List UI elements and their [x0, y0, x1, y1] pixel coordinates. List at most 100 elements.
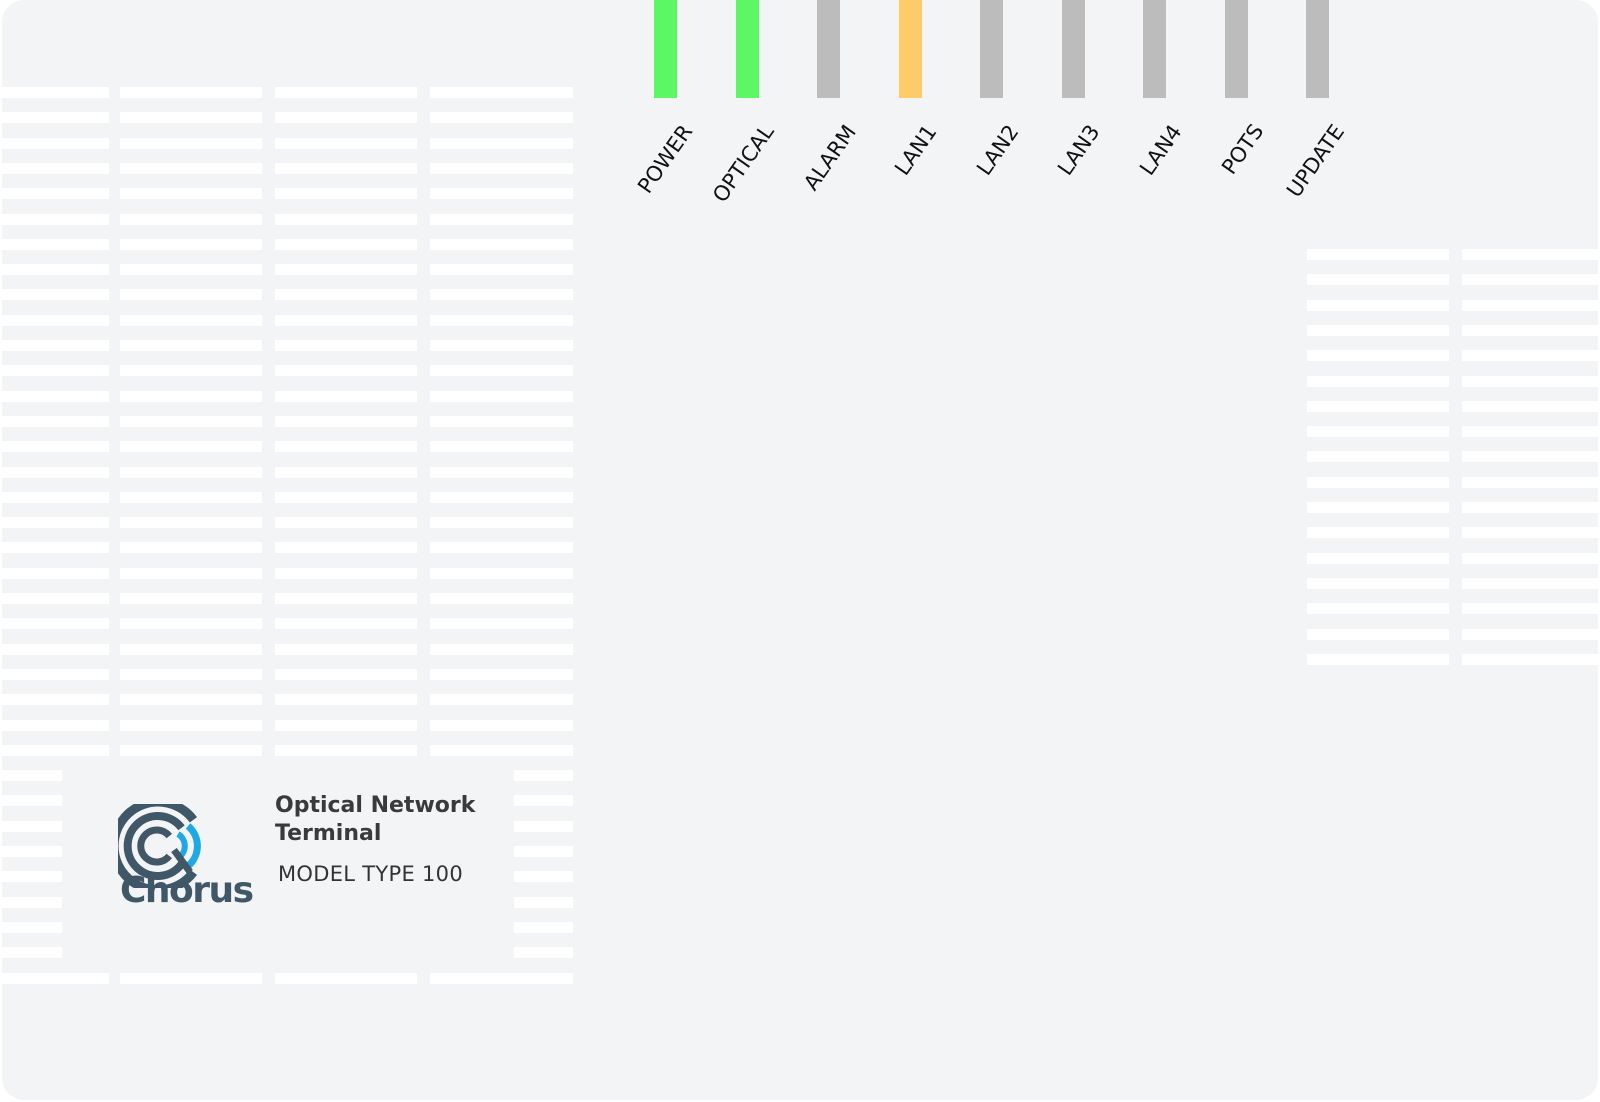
vent-slot	[1462, 653, 1598, 665]
vent-slot	[275, 213, 417, 225]
vent-slot	[120, 972, 262, 984]
vent-slot	[1307, 249, 1449, 260]
vent-slot	[430, 340, 573, 351]
led-power	[654, 0, 677, 98]
vent-slot	[120, 744, 262, 756]
vent-slot	[1462, 577, 1598, 589]
vent-slot	[120, 188, 262, 200]
vent-slot	[2, 112, 109, 124]
vent-slot	[430, 390, 573, 402]
brand-name: Chorus	[120, 870, 254, 911]
vent-slot	[430, 238, 573, 250]
vent-slot	[275, 517, 417, 529]
vent-slot	[1462, 451, 1598, 463]
led-label-update: UPDATE	[1282, 120, 1350, 202]
vent-slot	[1462, 324, 1598, 336]
vent-slot	[2, 972, 109, 984]
vent-slot	[430, 415, 573, 427]
vent-slot	[275, 441, 417, 453]
vent-slot	[275, 238, 417, 250]
vent-slot	[1462, 299, 1598, 311]
vent-slot	[2, 795, 109, 807]
vent-slot	[275, 719, 417, 731]
device-title: Optical Network Terminal	[275, 793, 476, 846]
vent-slot	[275, 314, 417, 326]
vent-slot	[275, 972, 417, 984]
vent-slot	[2, 188, 109, 200]
vent-slot	[120, 643, 262, 655]
vent-slot	[1307, 400, 1449, 412]
vent-slot	[120, 668, 262, 680]
vent-slot	[275, 593, 417, 604]
led-optical	[735, 0, 759, 98]
vent-slot	[430, 744, 573, 756]
vent-slot	[120, 213, 262, 225]
vent-slot	[2, 643, 109, 655]
vent-slot	[120, 719, 262, 731]
vent-slot	[430, 719, 573, 731]
vent-slot	[120, 264, 262, 276]
vent-slot	[275, 694, 417, 706]
vent-slot	[430, 289, 573, 301]
vent-slot	[2, 542, 109, 554]
vent-slot	[275, 618, 417, 630]
vent-slot	[2, 441, 109, 453]
vent-slot	[120, 593, 262, 604]
vent-slot	[1307, 299, 1449, 311]
vent-slot	[1462, 274, 1598, 286]
vent-slot	[430, 542, 573, 554]
led-lan3	[1061, 0, 1085, 98]
vent-slot	[1462, 400, 1598, 412]
vent-slot	[120, 694, 262, 706]
vent-slot	[1462, 350, 1598, 362]
vent-slot	[275, 415, 417, 427]
vent-slot	[275, 162, 417, 174]
vent-slot	[1307, 603, 1449, 615]
vent-slot	[430, 188, 573, 200]
vent-slot	[1307, 502, 1449, 513]
vent-slot	[1462, 426, 1598, 438]
vent-slot	[430, 213, 573, 225]
vent-slot	[1462, 527, 1598, 539]
vent-slot	[2, 593, 109, 604]
vent-slot	[2, 137, 109, 149]
vent-slot	[2, 744, 109, 756]
vent-slot	[430, 137, 573, 149]
led-label-lan3: LAN3	[1053, 120, 1105, 180]
vent-slot	[1307, 476, 1449, 488]
vent-slot	[430, 972, 573, 984]
vent-slot	[120, 137, 262, 149]
vent-slot	[120, 162, 262, 174]
vent-slot	[120, 340, 262, 351]
chorus-logo-icon	[118, 804, 201, 888]
led-update	[1306, 0, 1329, 98]
vent-slot	[275, 87, 417, 98]
vent-slot	[275, 137, 417, 149]
vent-slot	[430, 162, 573, 174]
vent-slot	[1462, 476, 1598, 488]
vent-slot	[120, 466, 262, 478]
led-label-lan4: LAN4	[1134, 120, 1187, 180]
led-label-alarm: ALARM	[798, 120, 861, 195]
vent-slot	[430, 112, 573, 124]
vent-slot	[430, 87, 573, 98]
led-lan2	[980, 0, 1003, 98]
led-label-power: POWER	[633, 120, 698, 198]
vent-slot	[120, 517, 262, 529]
vent-slot	[1462, 552, 1598, 564]
vent-slot	[430, 593, 573, 604]
vent-slot	[275, 289, 417, 301]
vent-slot	[275, 491, 417, 503]
vent-slot	[2, 947, 109, 959]
led-label-lan2: LAN2	[971, 120, 1024, 180]
vent-slot	[2, 846, 109, 857]
vent-slot	[275, 188, 417, 200]
led-pots	[1224, 0, 1248, 98]
vent-slot	[120, 415, 262, 427]
vent-slot	[2, 289, 109, 301]
vent-slot	[430, 441, 573, 453]
vent-slot	[1307, 350, 1449, 362]
vent-slot	[2, 921, 109, 933]
vent-slot	[275, 542, 417, 554]
led-lan4	[1143, 0, 1166, 98]
